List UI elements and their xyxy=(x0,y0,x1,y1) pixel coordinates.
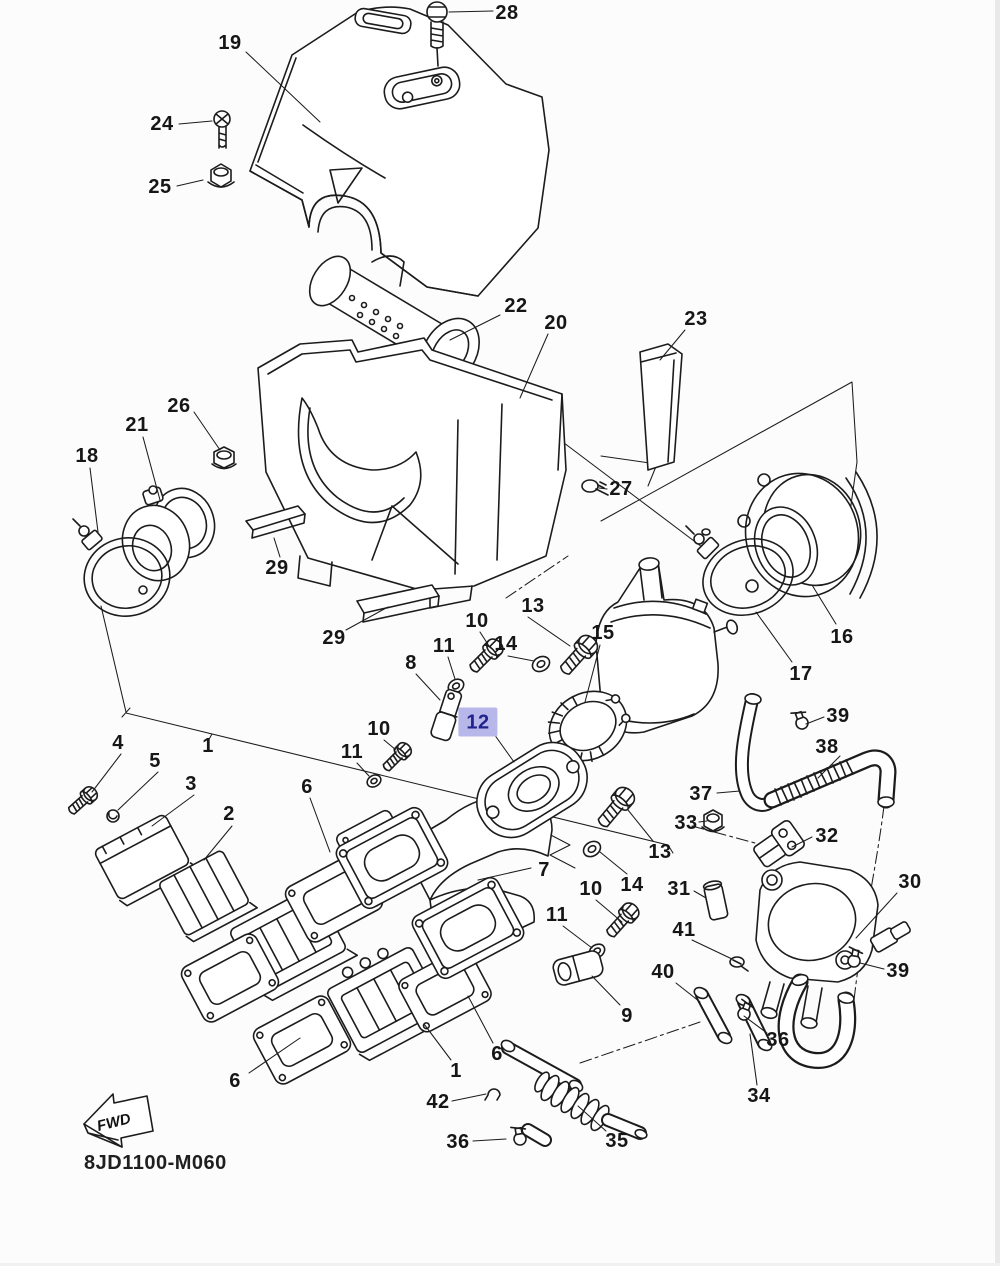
spacer-31-art xyxy=(703,880,729,921)
part-label-6[interactable]: 6 xyxy=(491,1043,503,1065)
clamp-18-art xyxy=(73,519,177,624)
part-label-20[interactable]: 20 xyxy=(544,312,568,334)
part-label-23[interactable]: 23 xyxy=(684,308,708,330)
joint-32-art xyxy=(750,819,806,872)
fwd-marker: FWD xyxy=(84,1094,153,1147)
fuel-pump-30-art xyxy=(756,862,912,1029)
part-label-30[interactable]: 30 xyxy=(898,871,922,893)
part-label-6[interactable]: 6 xyxy=(301,776,313,798)
reed-block-1b-art xyxy=(324,942,456,1064)
engine-side-joint-art xyxy=(596,557,739,733)
part-label-35[interactable]: 35 xyxy=(605,1130,629,1152)
part-label-40[interactable]: 40 xyxy=(651,961,675,983)
part-label-1[interactable]: 1 xyxy=(202,735,214,757)
part-label-6[interactable]: 6 xyxy=(229,1070,241,1092)
part-label-21[interactable]: 21 xyxy=(125,414,149,436)
bolt-27-art xyxy=(582,480,608,495)
hinge-8-art xyxy=(430,688,464,742)
part-label-11[interactable]: 11 xyxy=(545,904,569,926)
foam-seal-23-art xyxy=(640,344,682,470)
part-label-8[interactable]: 8 xyxy=(405,652,417,674)
diagram-code: 8JD1100-M060 xyxy=(84,1152,227,1174)
clamp-15-art xyxy=(537,678,640,774)
grommet-5-art xyxy=(107,810,119,822)
part-label-15[interactable]: 15 xyxy=(591,622,615,644)
part-label-29[interactable]: 29 xyxy=(322,627,346,649)
part-label-1[interactable]: 1 xyxy=(450,1060,462,1082)
part-label-4[interactable]: 4 xyxy=(112,732,124,754)
part-label-5[interactable]: 5 xyxy=(149,750,161,772)
bolt-28-art xyxy=(427,2,447,48)
air-cleaner-cover-art xyxy=(250,7,549,296)
part-label-36[interactable]: 36 xyxy=(766,1029,790,1051)
air-cleaner-case-art xyxy=(258,338,566,608)
part-label-9[interactable]: 9 xyxy=(621,1005,633,1027)
part-label-14[interactable]: 14 xyxy=(620,874,644,896)
part-label-26[interactable]: 26 xyxy=(167,395,191,417)
leader-lines xyxy=(90,11,897,1141)
nut-26-art xyxy=(212,447,236,469)
carb-joint-16-art xyxy=(731,460,877,610)
part-label-31[interactable]: 31 xyxy=(667,878,691,900)
part-label-3[interactable]: 3 xyxy=(185,773,197,795)
part-label-39[interactable]: 39 xyxy=(886,960,910,982)
screw-41-art xyxy=(730,957,748,971)
boot-35-art xyxy=(528,1070,648,1140)
part-label-34[interactable]: 34 xyxy=(747,1085,771,1107)
part-label-33[interactable]: 33 xyxy=(674,812,698,834)
part-label-10[interactable]: 10 xyxy=(579,878,603,900)
part-label-18[interactable]: 18 xyxy=(75,445,99,467)
hose-40-art xyxy=(693,986,734,1046)
page-edge-bottom xyxy=(0,1263,1000,1266)
part-label-10[interactable]: 10 xyxy=(367,718,391,740)
part-label-39[interactable]: 39 xyxy=(826,705,850,727)
part-label-11[interactable]: 11 xyxy=(432,635,456,657)
hose-38-art xyxy=(772,758,894,807)
part-label-7[interactable]: 7 xyxy=(538,859,550,881)
part-label-27[interactable]: 27 xyxy=(609,478,633,500)
part-label-42[interactable]: 42 xyxy=(426,1091,450,1113)
part-label-37[interactable]: 37 xyxy=(689,783,713,805)
reed-valve-2-art xyxy=(158,848,257,944)
reed-stopper-3-art xyxy=(94,812,198,908)
hose-37-art xyxy=(742,693,772,805)
joint-21-art xyxy=(113,480,223,594)
nut-33-art xyxy=(702,810,724,832)
part-label-36[interactable]: 36 xyxy=(446,1131,470,1153)
part-label-22[interactable]: 22 xyxy=(504,295,528,317)
part-label-13[interactable]: 13 xyxy=(648,841,672,863)
part-label-12-selected[interactable]: 12 xyxy=(458,707,498,737)
part-label-41[interactable]: 41 xyxy=(672,919,696,941)
rubber-pads-29-art xyxy=(246,506,439,622)
carb-joint-12-art xyxy=(465,730,599,849)
part-label-11[interactable]: 11 xyxy=(340,741,364,763)
part-label-24[interactable]: 24 xyxy=(150,113,174,135)
screw-24-art xyxy=(214,111,230,148)
hose-u-art xyxy=(786,973,855,1060)
part-label-10[interactable]: 10 xyxy=(465,610,489,632)
part-label-32[interactable]: 32 xyxy=(815,825,839,847)
nut-25-art xyxy=(208,164,234,187)
page-edge-right xyxy=(995,0,1000,1266)
clip-42-art xyxy=(485,1089,500,1100)
clamp-17-art xyxy=(686,526,804,628)
part-label-25[interactable]: 25 xyxy=(148,176,172,198)
part-label-29[interactable]: 29 xyxy=(265,557,289,579)
hose-bottom-art xyxy=(499,1038,584,1094)
part-label-2[interactable]: 2 xyxy=(223,803,235,825)
part-label-19[interactable]: 19 xyxy=(218,32,242,54)
part-label-14[interactable]: 14 xyxy=(494,633,518,655)
part-label-17[interactable]: 17 xyxy=(789,663,813,685)
collar-9-art xyxy=(551,949,604,987)
part-label-28[interactable]: 28 xyxy=(495,2,519,24)
part-label-13[interactable]: 13 xyxy=(521,595,545,617)
part-label-16[interactable]: 16 xyxy=(830,626,854,648)
part-label-38[interactable]: 38 xyxy=(815,736,839,758)
